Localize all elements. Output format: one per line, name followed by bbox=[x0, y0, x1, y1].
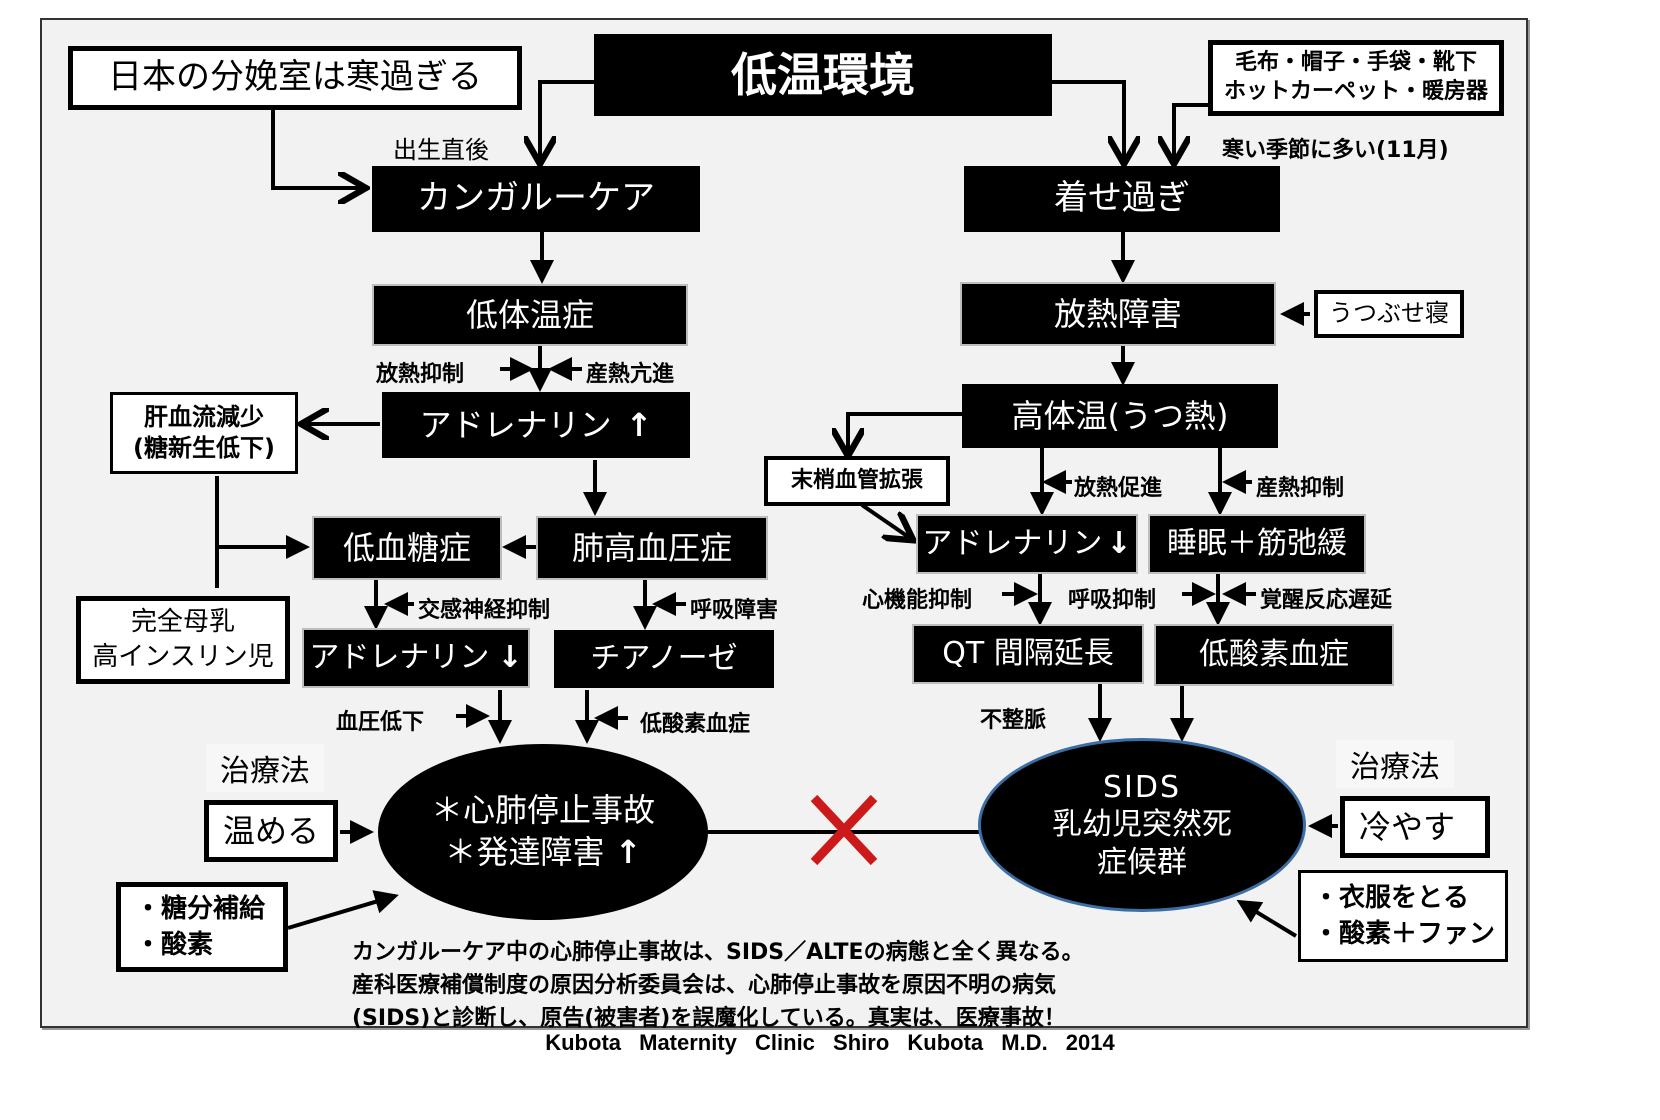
outcome-cardiac-arrest: ＊心肺停止事故 ＊発達障害 ↑ bbox=[378, 744, 708, 920]
label-cardiac-inhibit: 心機能抑制 bbox=[862, 588, 973, 613]
label-heat-prod-inhibit: 産熱抑制 bbox=[1256, 476, 1345, 501]
node-heat-dissipation-disorder: 放熱障害 bbox=[960, 282, 1276, 346]
cause-item-line: 毛布・帽子・手袋・靴下 bbox=[1234, 50, 1477, 76]
node-sleep-relax: 睡眠＋筋弛緩 bbox=[1148, 514, 1366, 574]
supplement-item: ・糖分補給 bbox=[135, 893, 266, 924]
treatment-header-right: 治療法 bbox=[1336, 740, 1454, 788]
node-breastfeeding: 完全母乳 高インスリン児 bbox=[76, 596, 290, 684]
treatment-cooling[interactable]: 冷やす bbox=[1340, 796, 1490, 858]
node-adrenaline-down-right: アドレナリン ↓ bbox=[916, 514, 1138, 574]
timing-label: 出生直後 bbox=[393, 136, 489, 164]
footnote-line: カンガルーケア中の心肺停止事故は、SIDS／ALTEの病態と全く異なる。 bbox=[352, 940, 1084, 965]
node-hypoxemia-right: 低酸素血症 bbox=[1154, 624, 1394, 686]
arrow-up-icon: ↑ bbox=[614, 833, 642, 871]
treatment-supplements: ・糖分補給 ・酸素 bbox=[116, 882, 288, 972]
treatment-header-left: 治療法 bbox=[206, 744, 324, 792]
arrow-down-icon: ↓ bbox=[1106, 525, 1132, 561]
outcome-line: ＊発達障害 ↑ bbox=[445, 832, 642, 874]
arrow-up-icon: ↑ bbox=[625, 405, 653, 444]
node-hypoglycemia: 低血糖症 bbox=[312, 516, 502, 580]
label-heat-prod-increase: 産熱亢進 bbox=[586, 362, 675, 387]
sids-line: SIDS bbox=[1102, 769, 1182, 805]
node-peripheral-vasodilation: 末梢血管拡張 bbox=[764, 456, 950, 506]
footnote-line: (SIDS)と診断し、原告(被害者)を誤魔化している。真実は、医療事故！ bbox=[352, 1006, 1066, 1031]
label-hypoxemia-left: 低酸素血症 bbox=[640, 712, 751, 737]
season-note: 寒い季節に多い(11月) bbox=[1222, 138, 1449, 163]
outcome-line-text: ＊発達障害 bbox=[444, 833, 605, 871]
label-arrhythmia: 不整脈 bbox=[980, 708, 1047, 733]
node-adrenaline-up: アドレナリン ↑ bbox=[382, 392, 690, 458]
footnote: カンガルーケア中の心肺停止事故は、SIDS／ALTEの病態と全く異なる。 産科医… bbox=[352, 936, 1084, 1035]
node-hypothermia: 低体温症 bbox=[372, 284, 688, 346]
sids-line: 乳幼児突然死 bbox=[1052, 807, 1232, 843]
title-node: 低温環境 bbox=[594, 34, 1052, 116]
node-overdressing: 着せ過ぎ bbox=[964, 166, 1280, 232]
node-line: 完全母乳 bbox=[130, 606, 235, 637]
supplement-item: ・酸素 bbox=[135, 930, 214, 960]
node-qt-prolongation: QT 間隔延長 bbox=[912, 624, 1144, 684]
node-prone-sleep: うつぶせ寝 bbox=[1314, 290, 1464, 338]
arrow-down-icon: ↓ bbox=[497, 639, 523, 675]
node-label: アドレナリン bbox=[419, 405, 612, 444]
footnote-line: 産科医療補償制度の原因分析委員会は、心肺停止事故を原因不明の病気 bbox=[352, 973, 1057, 998]
node-label: アドレナリン bbox=[309, 639, 490, 675]
cause-item-line: ホットカーペット・暖房器 bbox=[1223, 79, 1488, 104]
node-line: 肝血流減少 bbox=[144, 402, 264, 431]
treatment-warming[interactable]: 温める bbox=[204, 800, 338, 862]
label-respiratory-inhibit: 呼吸抑制 bbox=[1068, 588, 1157, 613]
node-pulm-hypertension: 肺高血圧症 bbox=[536, 516, 768, 580]
node-adrenaline-down-left: アドレナリン ↓ bbox=[302, 628, 530, 688]
sids-line: 症候群 bbox=[1097, 844, 1187, 880]
cause-delivery-room: 日本の分娩室は寒過ぎる bbox=[68, 46, 522, 110]
node-liver-blood: 肝血流減少 (糖新生低下) bbox=[110, 392, 298, 474]
credit-line: Kubota Maternity Clinic Shiro Kubota M.D… bbox=[545, 1030, 1115, 1055]
node-cyanosis: チアノーゼ bbox=[554, 630, 774, 688]
measure-item: ・酸素＋ファン bbox=[1313, 919, 1496, 949]
label-heat-loss-inhibit: 放熱抑制 bbox=[376, 362, 465, 387]
node-kangaroo-care: カンガルーケア bbox=[372, 166, 700, 232]
node-label: アドレナリン bbox=[922, 525, 1103, 561]
node-line: (糖新生低下) bbox=[133, 434, 275, 462]
measure-item: ・衣服をとる bbox=[1313, 882, 1470, 913]
cause-items: 毛布・帽子・手袋・靴下 ホットカーペット・暖房器 bbox=[1208, 40, 1504, 116]
label-respiratory-disorder: 呼吸障害 bbox=[690, 598, 779, 623]
outcome-line: ＊心肺停止事故 bbox=[430, 791, 655, 830]
label-bp-drop: 血圧低下 bbox=[336, 710, 425, 735]
node-hyperthermia: 高体温(うつ熱) bbox=[962, 384, 1278, 448]
treatment-measures: ・衣服をとる ・酸素＋ファン bbox=[1298, 870, 1508, 962]
label-sympathetic-inhibit: 交感神経抑制 bbox=[418, 598, 551, 623]
node-line: 高インスリン児 bbox=[92, 642, 274, 672]
outcome-sids: SIDS 乳幼児突然死 症候群 bbox=[978, 738, 1306, 912]
label-heat-loss-promote: 放熱促進 bbox=[1074, 476, 1163, 501]
label-arousal-delay: 覚醒反応遅延 bbox=[1260, 588, 1393, 613]
